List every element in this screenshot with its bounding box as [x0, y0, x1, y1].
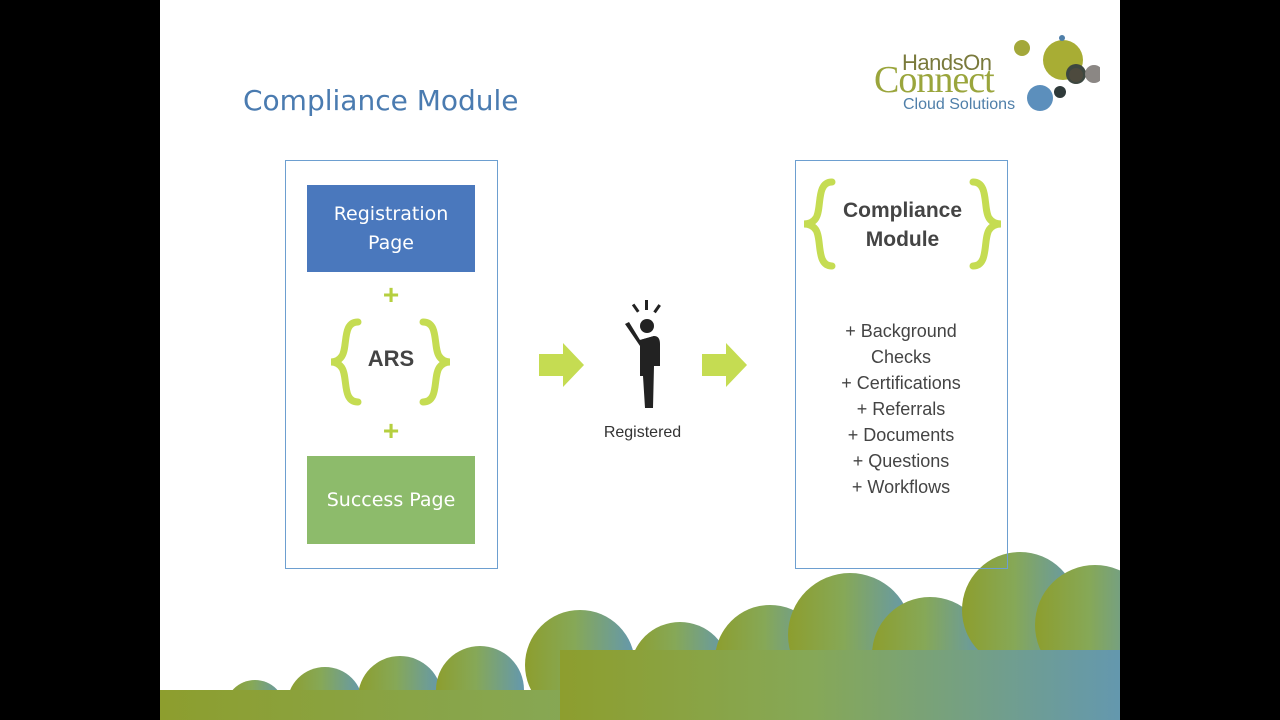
arrow-right-icon	[539, 343, 584, 387]
slide: Compliance Module HandsOn Connect Cloud …	[160, 0, 1120, 720]
list-item: + Questions	[852, 451, 950, 471]
right-panel	[795, 160, 1008, 569]
plus-sign-2: +	[382, 415, 400, 446]
logo-circles-icon	[1014, 35, 1100, 111]
compliance-braces-icon	[803, 178, 1002, 270]
arrow-right-icon	[702, 343, 747, 387]
person-celebrating-icon	[625, 300, 661, 408]
logo-text-cloud-solutions: Cloud Solutions	[903, 96, 1016, 113]
hands-on-connect-logo: HandsOn Connect Cloud Solutions	[160, 0, 1120, 130]
left-panel	[285, 160, 498, 569]
success-page-box: Success Page	[307, 456, 475, 544]
ars-braces-icon	[330, 318, 451, 406]
list-item: + Certifications	[841, 373, 961, 393]
logo-text-connect: Connect	[874, 59, 995, 101]
cloud-footer-graphic	[160, 552, 1120, 720]
list-item: + Referrals	[856, 399, 946, 419]
slide-title: Compliance Module	[243, 84, 519, 117]
plus-sign-1: +	[382, 279, 400, 310]
ars-label: ARS	[367, 346, 415, 371]
list-item: + Workflows	[851, 477, 951, 497]
logo-text-handson: HandsOn	[902, 50, 992, 75]
registered-label: Registered	[603, 424, 682, 441]
compliance-module-label: Compliance Module	[842, 199, 963, 251]
list-item: + Documents	[847, 425, 955, 445]
compliance-feature-list: + Background Checks + Certifications + R…	[796, 318, 1006, 500]
registration-page-box: Registration Page	[307, 185, 475, 272]
list-item: + Background Checks	[845, 321, 957, 367]
